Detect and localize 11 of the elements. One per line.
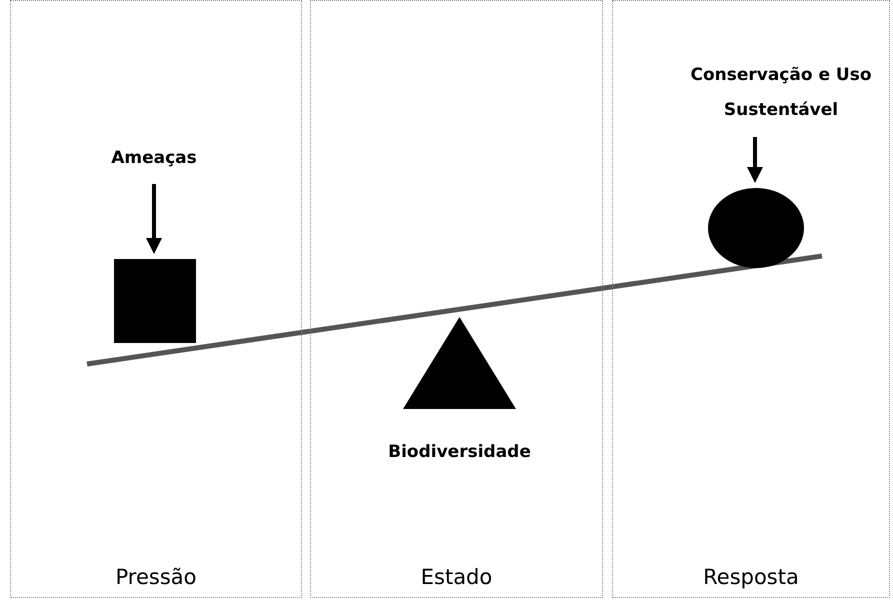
caption-text: Biodiversidade	[387, 441, 532, 464]
arrow	[747, 137, 763, 183]
caption-text: Conservação e Uso Sustentável	[681, 58, 881, 128]
panel-background	[10, 0, 302, 598]
panel-background	[310, 0, 603, 598]
arrow	[146, 184, 162, 254]
panel-title: Estado	[420, 565, 494, 589]
caption-text: Ameaças	[89, 141, 219, 176]
panel-title: Pressão	[114, 565, 198, 589]
panel-background	[612, 0, 890, 598]
panel-title: Resposta	[702, 565, 800, 589]
